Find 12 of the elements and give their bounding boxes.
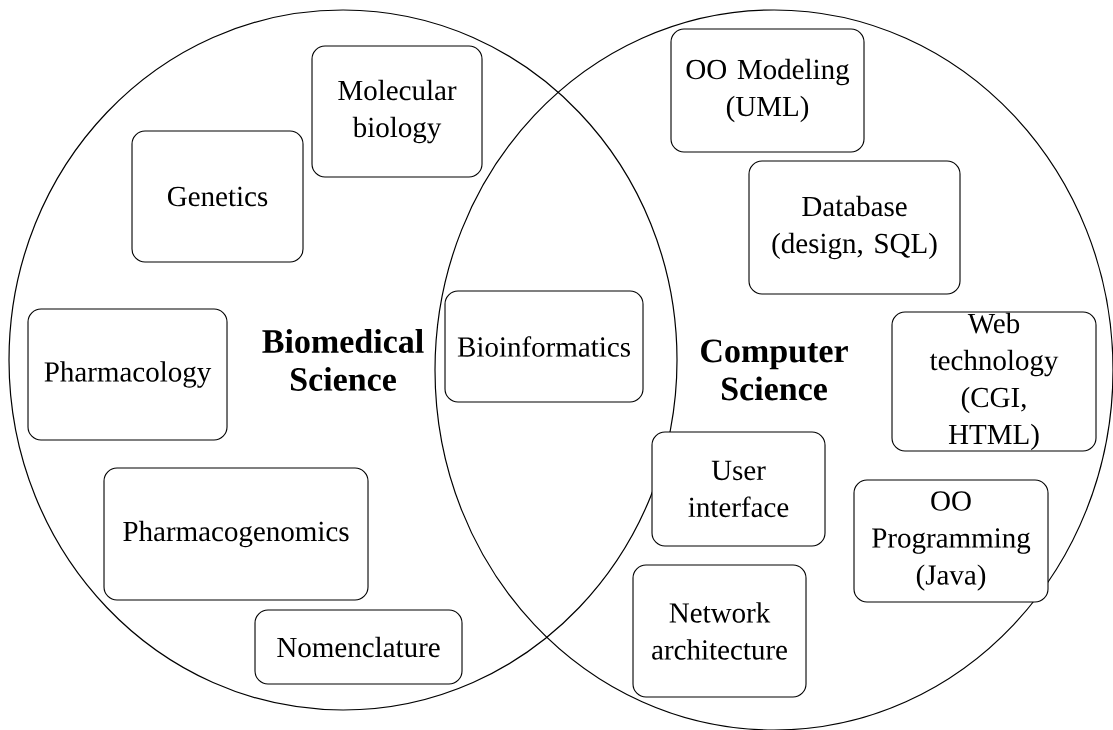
topic-box: Bioinformatics bbox=[444, 290, 644, 403]
topic-box: User interface bbox=[651, 431, 826, 547]
topic-box: Molecular biology bbox=[311, 45, 483, 178]
topic-box: Pharmacogenomics bbox=[103, 467, 369, 601]
topic-box: Genetics bbox=[131, 130, 304, 263]
topic-box: Database (design, SQL) bbox=[748, 160, 961, 295]
topic-box: Pharmacology bbox=[27, 308, 228, 441]
topic-box: Web technology (CGI, HTML) bbox=[891, 311, 1097, 452]
topic-box: Network architecture bbox=[632, 564, 807, 698]
topic-box: OO Programming (Java) bbox=[853, 479, 1049, 603]
topic-box: Nomenclature bbox=[254, 609, 463, 685]
topic-box: OO Modeling (UML) bbox=[670, 28, 865, 153]
